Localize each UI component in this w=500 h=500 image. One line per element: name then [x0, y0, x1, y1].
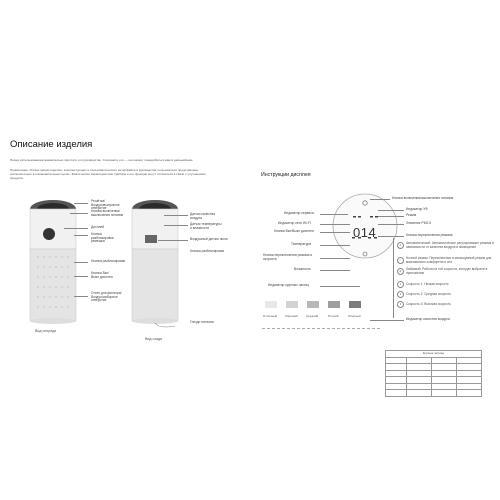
intro-line: продукта.	[10, 176, 24, 180]
back-caption: Вид сзади	[145, 337, 163, 341]
mode-favorite-icon: ✿	[397, 268, 404, 275]
display-right-label: Кнопка включения/выключения питания	[392, 196, 454, 200]
front-label: Кнопка разблокировки ремешка	[91, 232, 114, 244]
display-left-label: Кнопка переключения режима и скорости	[263, 253, 313, 261]
display-left-label: Индикатор сервиса	[284, 211, 314, 215]
mode-description: Скорость 2: Средняя скорость	[406, 292, 451, 296]
front-caption: Вид спереди	[35, 329, 57, 333]
quality-swatch-hazardous	[349, 301, 361, 308]
quality-swatch-good	[286, 301, 298, 308]
speed-2-icon: 2	[397, 291, 404, 298]
back-label: Воздушный датчик пыли	[190, 237, 228, 241]
intro-line: Примечание: Иллюстрации изделия, комплек…	[10, 168, 199, 172]
display-section-title: Инструкции дисплея	[261, 172, 311, 178]
swatch-label: Хороший	[285, 314, 298, 318]
mode-night-icon: ☾	[397, 257, 404, 264]
mode-description: Скорость 1: Низкая скорость	[406, 282, 449, 286]
display-right-label: Кнопка переключения режима	[406, 233, 453, 237]
front-label: Кнопка включения/выключения питания	[91, 209, 124, 217]
display-left-label: Влажность	[294, 267, 311, 271]
display-left-label: Индикатор сети Wi-Fi	[278, 221, 311, 225]
mode-auto-icon: A	[397, 242, 404, 249]
intro-line: исключительно в ознакомительных целях. Ф…	[10, 172, 206, 176]
purifier-front-illustration	[29, 200, 77, 324]
purifier-back-illustration	[131, 200, 179, 328]
display-left-label: Индикатор крупных частиц	[268, 283, 310, 287]
back-label: Кнопка разблокировки	[190, 249, 225, 253]
particle-table: Крупные частицы	[385, 350, 482, 397]
page-title: Описание изделия	[10, 139, 93, 150]
front-label: Отсек для фильтра/ Воздухозаборное отвер…	[91, 291, 122, 303]
back-label: Датчик температуры и влажности	[190, 222, 222, 230]
display-left-label: Температура	[291, 242, 311, 246]
display-right-label: Индикатор УФ	[406, 207, 428, 211]
display-right-label: Режим	[406, 213, 417, 217]
mode-description: Автоматический: Автоматическое регулиров…	[406, 241, 494, 249]
quality-indicator-label: Индикатор качества воздуха	[406, 317, 450, 321]
front-label: Кнопка разблокировки	[91, 259, 126, 263]
intro-line: Перед использованием внимательно прочтит…	[10, 158, 194, 162]
mode-description: Любимый: Работа на той скорости, которую…	[406, 267, 488, 275]
back-cord-label: Гнездо питания	[190, 320, 214, 324]
front-label: Кнопка Вкл/Выкл дисплея	[91, 271, 113, 279]
swatch-label: Плохой	[328, 314, 339, 318]
quality-swatch-excellent	[265, 301, 277, 308]
pm25-display-value: 014	[353, 225, 377, 240]
back-label: Датчик качества воздуха	[190, 212, 215, 220]
display-left-label: Кнопка Вкл/Выкл дисплея	[274, 229, 314, 233]
front-label: Решётка/Воздуховыпускное отверстие	[91, 199, 120, 211]
front-label: Дисплей	[91, 225, 105, 229]
speed-3-icon: 3	[397, 301, 404, 308]
mode-description: Скорость 3: Высокая скорость	[406, 302, 451, 306]
swatch-label: Средний	[306, 314, 319, 318]
quality-swatch-poor	[328, 301, 340, 308]
quality-swatch-moderate	[307, 301, 319, 308]
swatch-label: Отличный	[263, 314, 278, 318]
display-right-label: Значение PM2.5	[406, 221, 432, 225]
speed-1-icon: 1	[397, 281, 404, 288]
swatch-label: Опасный	[348, 314, 361, 318]
mode-description: Ночной режим: Переключение в малошумный …	[406, 256, 492, 264]
